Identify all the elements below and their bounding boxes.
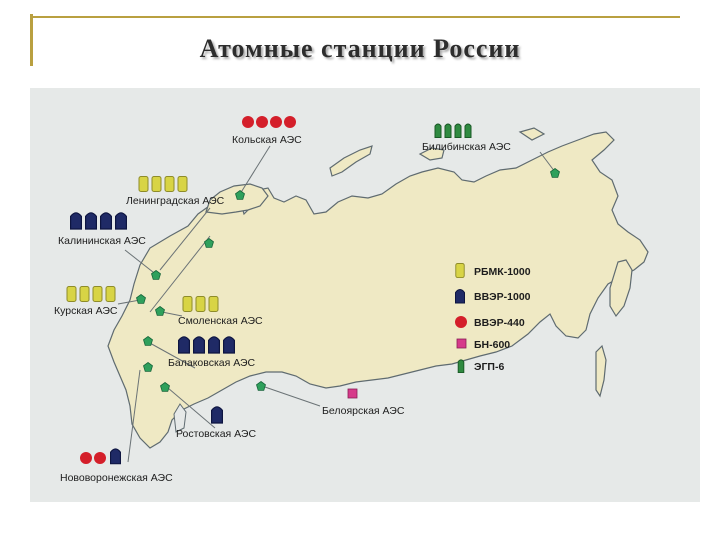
novaya-zemlya xyxy=(329,145,373,177)
slide-frame-vertical xyxy=(30,14,33,66)
vver440-reactor-icon xyxy=(455,316,467,328)
label-kalinin: Калининская АЭС xyxy=(58,235,146,247)
legend-label-bn600: БН-600 xyxy=(474,339,510,351)
rostov-reactor xyxy=(211,406,223,424)
label-beloyarsk: Белоярская АЭС xyxy=(322,405,405,417)
smolensk-reactors xyxy=(182,296,219,312)
novovoronezh-reactors xyxy=(80,448,121,465)
rbmk-reactor-icon xyxy=(455,263,465,278)
kamchatka-peninsula xyxy=(609,259,633,318)
label-smolensk: Смоленская АЭС xyxy=(178,315,263,327)
kola-reactors xyxy=(242,116,296,128)
legend-label-vver1000: ВВЭР-1000 xyxy=(474,291,531,303)
label-kursk: Курская АЭС xyxy=(54,305,118,317)
kursk-reactors xyxy=(66,286,116,302)
egp6-reactor-icon xyxy=(457,359,465,373)
legend-label-egp6: ЭГП-6 xyxy=(474,361,504,373)
label-novovoronezh: Нововоронежская АЭС xyxy=(60,472,173,484)
caspian-sea xyxy=(173,403,187,433)
legend-label-rbmk: РБМК-1000 xyxy=(474,266,531,278)
russia-landmass xyxy=(107,131,649,449)
bilibino-reactors xyxy=(434,123,472,138)
legend-label-vver440: ВВЭР-440 xyxy=(474,317,525,329)
label-bilibino: Билибинская АЭС xyxy=(422,141,511,153)
page-title: Атомные станции России xyxy=(199,34,521,63)
beloyarsk-reactor xyxy=(347,388,358,399)
vver1000-reactor-icon xyxy=(455,288,465,304)
arctic-islands-east xyxy=(518,127,546,141)
legend: РБМК-1000 ВВЭР-1000 ВВЭР-440 БН-600 ЭГП-… xyxy=(455,263,531,373)
leningrad-reactors xyxy=(138,176,188,192)
bn600-reactor-icon xyxy=(456,338,467,349)
label-rostov: Ростовская АЭС xyxy=(176,428,256,440)
sakhalin-island xyxy=(595,344,607,398)
beloyarsk-site-marker xyxy=(256,381,266,391)
label-leningrad: Ленинградская АЭС xyxy=(126,195,225,207)
kalinin-reactors xyxy=(70,212,127,230)
arctic-islands xyxy=(418,147,445,161)
leader-lines xyxy=(117,145,556,463)
label-balakovo: Балаковская АЭС xyxy=(168,357,256,369)
label-kola: Кольская АЭС xyxy=(232,134,302,146)
slide-frame-horizontal xyxy=(30,16,680,18)
